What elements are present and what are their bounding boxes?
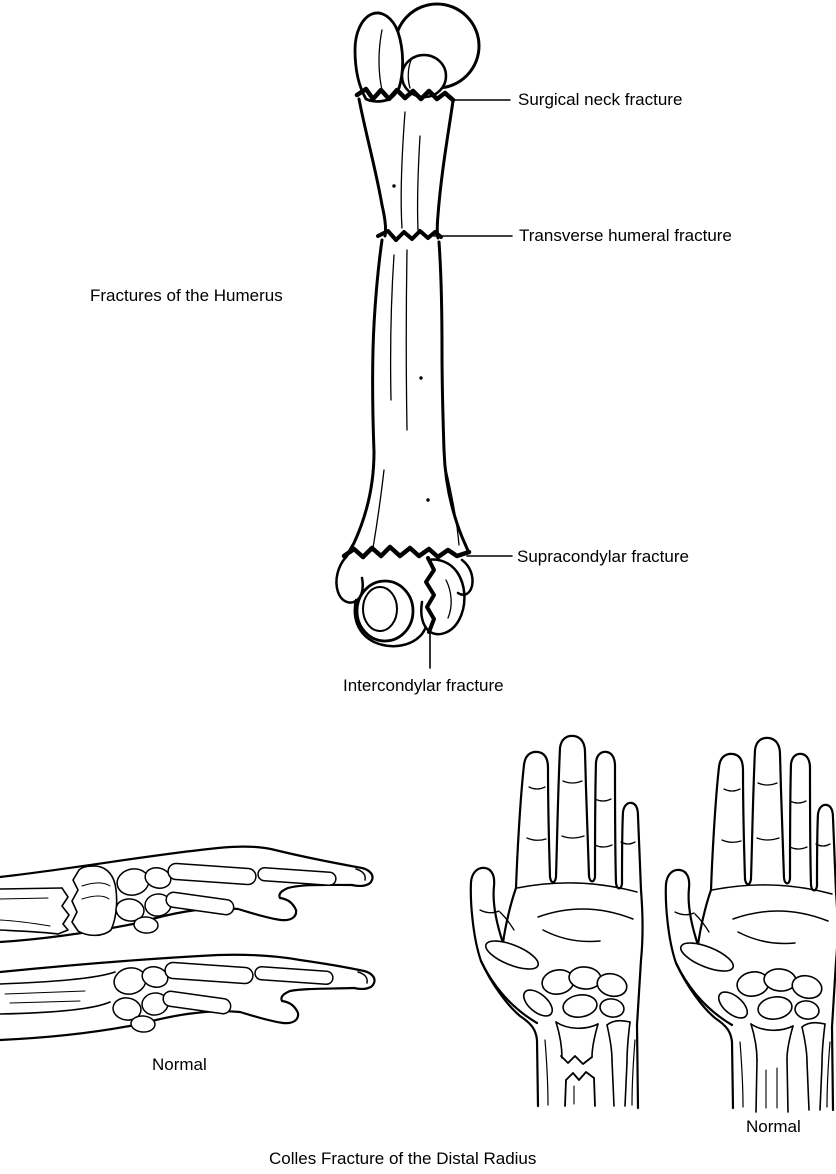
humerus-section-title: Fractures of the Humerus xyxy=(90,286,283,305)
transverse-fracture-line xyxy=(376,229,443,242)
normal-radius-ulna-shafts xyxy=(755,1058,823,1113)
medial-epicondyle xyxy=(335,555,364,604)
normal-radius xyxy=(0,971,116,1015)
leader-lines xyxy=(429,99,513,669)
fractured-radius-stub xyxy=(0,887,70,935)
label-supracondylar-fracture: Supracondylar fracture xyxy=(517,547,689,566)
intercondylar-fracture-line xyxy=(424,556,436,634)
side-view-hand-fractured xyxy=(0,845,374,944)
palm-hand-fractured xyxy=(469,734,644,1110)
supracondylar-fracture-line xyxy=(341,544,472,560)
label-normal-palm-view: Normal xyxy=(746,1117,801,1136)
humerus-shaft xyxy=(357,97,388,238)
label-intercondylar-fracture: Intercondylar fracture xyxy=(343,676,504,695)
colles-fracture-lines xyxy=(560,1055,596,1107)
label-normal-side-view: Normal xyxy=(152,1055,207,1074)
palm-hand-normal xyxy=(664,736,836,1113)
displaced-fragment xyxy=(71,865,118,937)
surgical-neck-fracture-line xyxy=(354,86,456,103)
capitulum xyxy=(420,558,466,636)
ulna-shaft-left xyxy=(611,1059,628,1107)
colles-section-caption: Colles Fracture of the Distal Radius xyxy=(269,1149,537,1168)
label-surgical-neck-fracture: Surgical neck fracture xyxy=(518,90,683,109)
label-transverse-humeral-fracture: Transverse humeral fracture xyxy=(519,226,732,245)
side-view-hand-normal xyxy=(0,953,376,1042)
humerus-illustration xyxy=(335,2,481,648)
lateral-epicondyle xyxy=(456,558,474,596)
